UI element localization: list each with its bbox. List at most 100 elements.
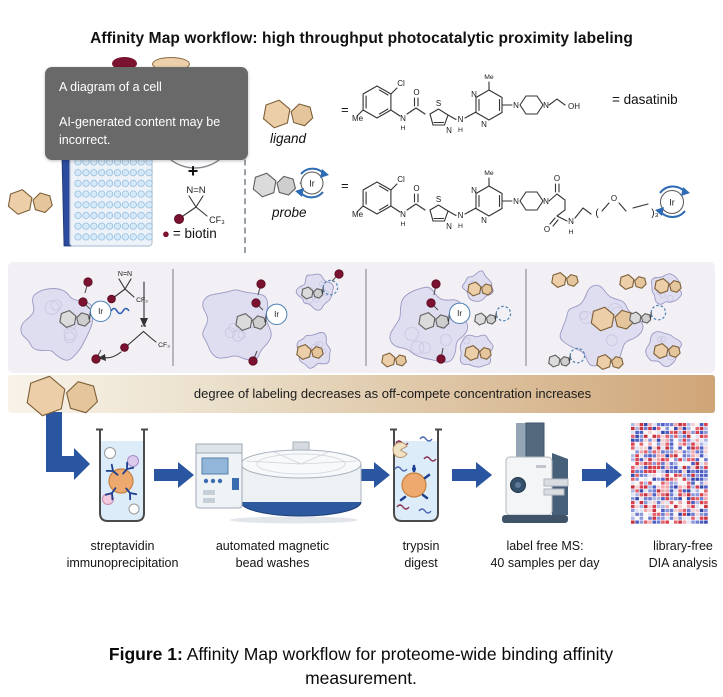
ligand-icon (296, 343, 324, 361)
svg-text:Cl: Cl (397, 79, 405, 88)
ir-label: Ir (309, 179, 315, 189)
svg-text:N: N (446, 222, 452, 231)
svg-text:H: H (401, 221, 406, 228)
arrow-right-icon (452, 462, 492, 488)
svg-text:(: ( (595, 208, 599, 219)
svg-text:Ir: Ir (457, 309, 462, 318)
ligand-legend-icon (262, 99, 314, 129)
bead (401, 472, 427, 498)
arrow-right-icon (154, 462, 194, 488)
svg-text:Ir: Ir (669, 198, 675, 208)
svg-text:O: O (611, 194, 617, 203)
arrow-right-icon (350, 462, 390, 488)
mass-spectrometer (502, 422, 569, 523)
svg-text:N: N (513, 101, 519, 110)
ligand-icon (590, 306, 635, 332)
svg-text:CF₃: CF₃ (158, 342, 170, 349)
probe-hex-icon (252, 172, 297, 198)
svg-text:H: H (458, 223, 463, 230)
tooltip-line2: AI-generated content may be incorrect. (59, 115, 221, 147)
svg-text:N: N (446, 126, 452, 135)
probe-hex-icon: Ir (235, 303, 288, 332)
svg-text:)₃: )₃ (651, 208, 658, 219)
ligand-icon (262, 99, 314, 129)
svg-text:Cl: Cl (397, 175, 405, 184)
biotin-dot (91, 349, 102, 364)
svg-text:S: S (436, 195, 441, 204)
dia-heatmap (631, 423, 708, 524)
dasatinib-label: = dasatinib (612, 92, 678, 107)
svg-text:N: N (568, 217, 574, 226)
plus-sign: + (187, 161, 199, 181)
ligand-icon (596, 353, 624, 371)
svg-text:Me: Me (352, 210, 364, 219)
probe-legend-icon: Ir (252, 167, 329, 199)
svg-text:N=N: N=N (118, 271, 132, 278)
ligand-icon-band (26, 375, 99, 417)
svg-text:Me: Me (484, 74, 494, 81)
svg-text:S: S (436, 99, 441, 108)
probe-hex-icon: Ir (59, 300, 112, 329)
svg-text:N: N (543, 197, 549, 206)
machine-screen (201, 457, 229, 475)
machine-control-unit (195, 443, 243, 509)
workflow-start-arrow (46, 412, 90, 480)
svg-text:OH: OH (568, 102, 580, 111)
off-compete-text: degree of labeling decreases as off-comp… (193, 386, 592, 401)
probe-label: probe (272, 205, 307, 220)
ligand-icon (619, 273, 647, 291)
svg-text:Me: Me (484, 170, 494, 177)
biotin-dot (256, 279, 266, 296)
tooltip-line1: A diagram of a cell (59, 80, 162, 94)
svg-text:Me: Me (352, 114, 364, 123)
ligand-icon (467, 281, 493, 297)
ligand-icon (551, 271, 579, 289)
panel-divider-dashed (244, 72, 246, 253)
well-plate (61, 153, 153, 247)
svg-text:N: N (481, 120, 487, 129)
ligand-icon (381, 352, 407, 368)
svg-text:H: H (458, 127, 463, 134)
biotin-dot (431, 279, 441, 296)
biotin-dot (83, 277, 93, 294)
ligand-icon (464, 344, 492, 362)
biotin-legend: ●= biotin (162, 226, 217, 241)
panel-dividers (172, 269, 527, 366)
antibody-icon (104, 461, 138, 501)
ligand-icon-plate (7, 189, 53, 215)
biotin-dot (251, 298, 264, 311)
equals-sign: = (341, 178, 349, 193)
streptavidin-bead (108, 468, 134, 494)
trypsin-enzyme (392, 442, 408, 458)
probe-hex-icon: Ir (418, 302, 471, 331)
biotin-dot (436, 347, 446, 364)
streptavidin-beaker (96, 428, 148, 522)
svg-text:H: H (401, 125, 406, 132)
svg-text:N: N (471, 186, 477, 195)
svg-text:N: N (543, 101, 549, 110)
biotin-dot-icon: ● (162, 226, 170, 241)
trypsin-beaker (390, 428, 442, 522)
svg-text:O: O (554, 174, 560, 183)
probe-hex-icon (629, 304, 667, 325)
off-compete-band (8, 375, 715, 413)
ligand-icon (653, 342, 681, 360)
probe-structure: Cl Me N H O S N N H Me N N N N O O N H (… (352, 170, 690, 236)
svg-text:CF₃: CF₃ (136, 297, 148, 304)
probe-hex-icon (474, 305, 512, 326)
svg-text:H: H (569, 229, 574, 236)
protein-blob (20, 288, 94, 361)
probe-hex-icon (548, 347, 586, 368)
svg-text:N: N (481, 216, 487, 225)
svg-text:O: O (544, 225, 550, 234)
cf3-label: CF₃ (209, 215, 225, 225)
figure-caption: Figure 1: Affinity Map workflow for prot… (108, 644, 614, 688)
alt-text-tooltip: A diagram of a cell AI-generated content… (45, 67, 248, 160)
ligand-icon (26, 375, 99, 417)
arrow-right-icon (582, 462, 622, 488)
plate-wells (74, 158, 153, 241)
svg-text:N: N (471, 90, 477, 99)
dasatinib-structure: Cl Me N H O S N N H Me N N N N OH (352, 74, 580, 135)
